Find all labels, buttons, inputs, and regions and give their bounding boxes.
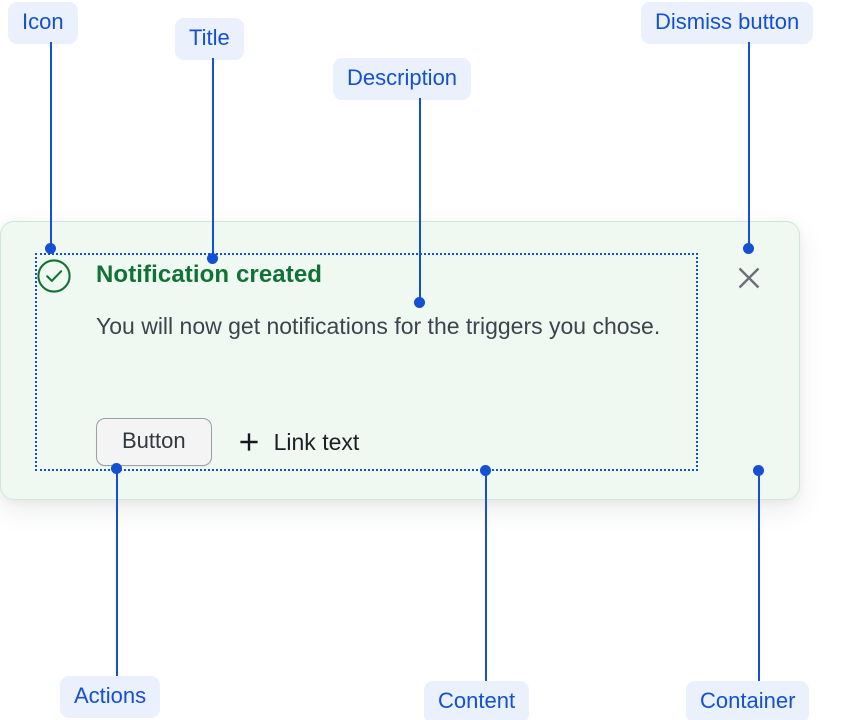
- primary-action-button[interactable]: Button: [96, 418, 212, 466]
- leader-dot-content: [480, 465, 491, 476]
- annotation-chip-container: Container: [686, 681, 810, 720]
- annotation-chip-icon: Icon: [8, 2, 78, 44]
- alert-description: You will now get notifications for the t…: [96, 313, 661, 339]
- leader-dot-icon: [45, 243, 56, 254]
- leader-line-icon: [50, 42, 52, 249]
- leader-dot-actions: [111, 463, 122, 474]
- annotation-chip-description: Description: [333, 58, 472, 100]
- leader-dot-container: [753, 465, 764, 476]
- leader-line-content: [485, 472, 487, 681]
- add-link-action[interactable]: Link text: [234, 428, 360, 455]
- alert-title: Notification created: [96, 261, 323, 288]
- annotation-chip-actions: Actions: [60, 676, 161, 718]
- leader-line-dismiss: [748, 42, 750, 250]
- annotation-chip-dismiss: Dismiss button: [641, 2, 814, 44]
- leader-line-actions: [116, 470, 118, 676]
- leader-dot-title: [207, 253, 218, 264]
- leader-dot-dismiss: [743, 243, 754, 254]
- leader-dot-description: [414, 297, 425, 308]
- leader-line-container: [758, 472, 760, 681]
- plus-icon: [238, 431, 260, 453]
- leader-line-description: [419, 98, 421, 303]
- leader-line-title: [212, 58, 214, 259]
- link-action-label: Link text: [273, 428, 360, 455]
- check-circle-icon: [36, 258, 72, 294]
- annotation-chip-content: Content: [424, 681, 530, 720]
- annotation-chip-title: Title: [175, 18, 244, 60]
- alert-actions: Button Link text: [96, 418, 359, 466]
- close-icon[interactable]: [732, 261, 766, 295]
